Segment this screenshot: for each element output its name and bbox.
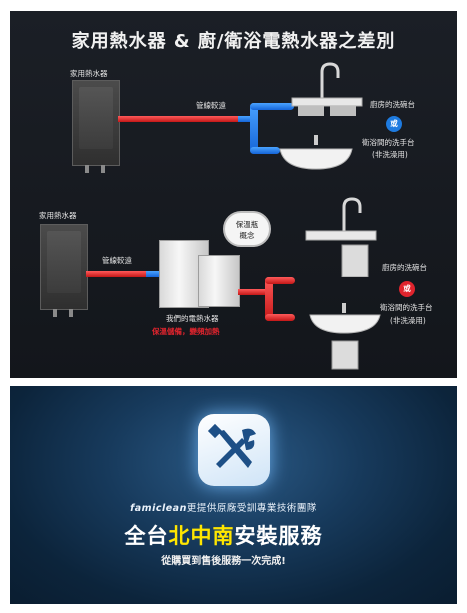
- service-subline: 從購買到售後服務一次完成!: [161, 556, 286, 567]
- product-note: 保溫儲備，變頻加熱: [152, 327, 220, 336]
- or-badge-2: 或: [399, 281, 415, 297]
- cold-pipe-1: [238, 116, 258, 122]
- product-label: 我們的電熱水器: [166, 314, 219, 323]
- bathroom-2-label: 衛浴間的洗手台: [380, 303, 433, 312]
- hot-pipe-3: [238, 289, 268, 295]
- hot-pipe-3-down: [265, 314, 295, 321]
- headline-highlight: 北中南: [168, 524, 235, 548]
- famiclean-logo: famiclean: [130, 503, 187, 514]
- headline-pre: 全台: [124, 524, 169, 548]
- heater-2-label: 家用熱水器: [39, 211, 77, 220]
- hot-pipe-2: [86, 271, 146, 277]
- cold-pipe-1-down: [250, 147, 280, 154]
- pipe-2-label: 管線較遠: [102, 256, 132, 265]
- home-water-heater-1: [72, 80, 120, 173]
- bathroom-1-label: 衛浴間的洗手台: [362, 138, 415, 147]
- kitchen-1-label: 廚房的洗碗台: [370, 100, 415, 109]
- wrench-screwdriver-icon: [198, 414, 270, 486]
- home-water-heater-2: [40, 224, 88, 317]
- electric-water-heater-small: [198, 255, 240, 307]
- kitchen-2-label: 廚房的洗碗台: [382, 263, 427, 272]
- pipe-1-label: 管線較遠: [196, 101, 226, 110]
- comparison-title: 家用熱水器 & 廚/衛浴電熱水器之差別: [71, 31, 396, 52]
- brand-line: famiclean更提供原廠受訓專業技術團隊: [0, 500, 447, 514]
- hot-pipe-3-up: [265, 277, 295, 284]
- bubble-text: 保溫瓶概念: [235, 220, 259, 240]
- service-headline: 全台北中南安裝服務: [0, 520, 447, 550]
- kitchen-sink-icon: [291, 62, 363, 116]
- heater-1-label: 家用熱水器: [70, 69, 108, 78]
- bathroom-1-note: (非洗澡用): [372, 150, 408, 159]
- brand-text: 更提供原廠受訓專業技術團隊: [186, 503, 317, 514]
- headline-post: 安裝服務: [234, 524, 323, 548]
- hot-pipe-3-vertical: [265, 277, 273, 321]
- panel-divider: [10, 380, 457, 384]
- hot-pipe-1: [118, 116, 238, 122]
- kitchen-sink-with-heater-icon: [305, 197, 377, 277]
- comparison-panel: 家用熱水器 & 廚/衛浴電熱水器之差別 家用熱水器 管線較遠 廚房的洗碗台 或 …: [10, 11, 457, 378]
- thermos-concept-bubble: 保溫瓶概念: [223, 211, 271, 247]
- cold-pipe-1-up: [250, 103, 294, 110]
- cold-pipe-1-vertical: [250, 103, 258, 153]
- or-badge-1: 或: [386, 116, 402, 132]
- cold-pipe-2: [146, 271, 160, 277]
- bathroom-basin-icon: [279, 135, 353, 170]
- bathroom-2-note: (非洗澡用): [390, 316, 426, 325]
- bathroom-basin-with-heater-icon: [309, 303, 381, 370]
